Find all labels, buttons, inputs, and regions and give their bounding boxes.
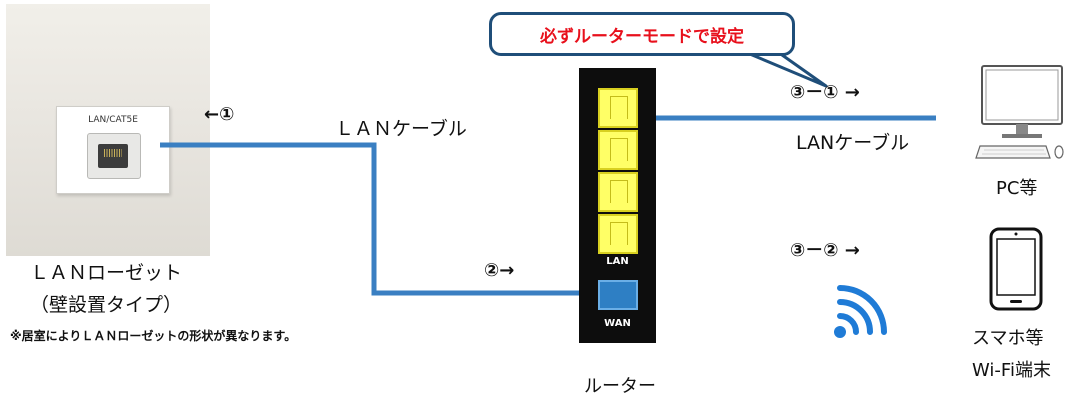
phone-label-2: Wi-Fi端末 bbox=[972, 360, 1051, 381]
lan-port-2 bbox=[598, 130, 638, 170]
pc-cable-label: LANケーブル bbox=[796, 132, 910, 154]
outlet-note: ※居室によりＬＡＮローゼットの形状が異なります。 bbox=[10, 329, 297, 343]
step-2-label: ②→ bbox=[484, 260, 515, 281]
step-3-1-label: ③－① → bbox=[790, 82, 860, 103]
lan-port-1 bbox=[598, 88, 638, 128]
phone-label-1: スマホ等 bbox=[972, 328, 1044, 349]
router-label: ルーター bbox=[584, 376, 656, 397]
router: LAN WAN bbox=[579, 68, 656, 343]
outlet-plate: LAN/CAT5E bbox=[56, 106, 170, 194]
lan-jack-socket bbox=[98, 144, 128, 168]
lan-port-label: LAN bbox=[606, 256, 629, 267]
wan-port bbox=[598, 280, 638, 310]
outlet-name: ＬＡＮローゼット bbox=[30, 262, 183, 284]
lan-jack bbox=[87, 133, 141, 179]
lan-port-3 bbox=[598, 172, 638, 212]
pc-label: PC等 bbox=[996, 178, 1038, 199]
wan-port-label: WAN bbox=[604, 318, 631, 329]
smartphone-icon bbox=[989, 227, 1043, 311]
step-1-label: ←① bbox=[204, 104, 235, 125]
wifi-signal-icon bbox=[834, 285, 887, 338]
callout-text: 必ずルーターモードで設定 bbox=[540, 26, 744, 47]
wall-outlet-photo: LAN/CAT5E bbox=[6, 4, 210, 256]
outlet-cable-label: ＬＡＮケーブル bbox=[335, 118, 467, 140]
router-mode-callout: 必ずルーターモードで設定 bbox=[489, 12, 795, 56]
outlet-plate-label: LAN/CAT5E bbox=[88, 115, 138, 125]
lan-cable-outlet-to-router bbox=[160, 142, 588, 296]
lan-jack-pins bbox=[104, 149, 122, 157]
lan-port-4 bbox=[598, 214, 638, 254]
desktop-pc-icon bbox=[975, 65, 1064, 159]
cable-start-overlay bbox=[160, 142, 220, 148]
step-3-2-label: ③－② → bbox=[790, 240, 860, 261]
outlet-type: （壁設置タイプ） bbox=[30, 294, 183, 316]
